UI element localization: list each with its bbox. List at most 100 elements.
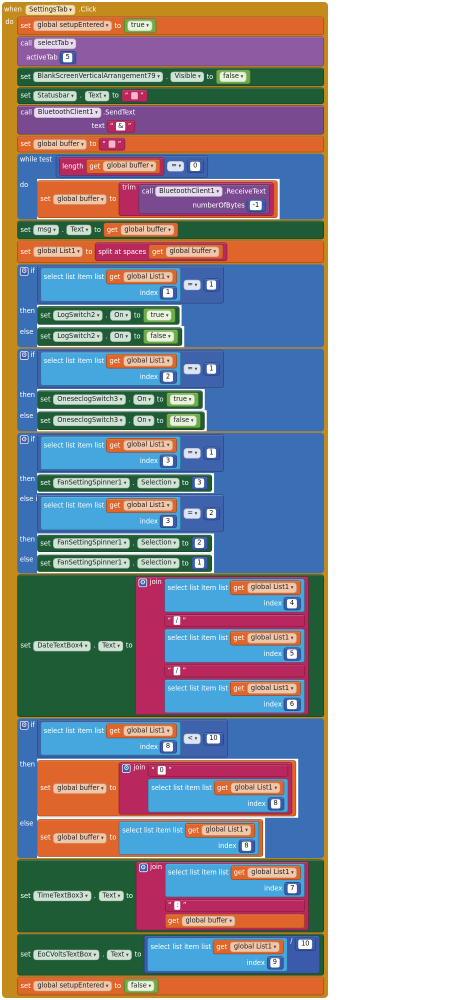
variable-name-dropdown[interactable]: global buffer [120, 224, 175, 236]
number-block[interactable]: 8 [238, 839, 256, 853]
number-value[interactable]: 3 [194, 478, 205, 488]
variable-name-dropdown[interactable]: global List1 [123, 725, 173, 737]
event-component-dropdown[interactable]: SettingsTab [25, 4, 76, 15]
number-block[interactable]: 8 [159, 740, 177, 754]
logic-false-block[interactable]: false [123, 978, 159, 994]
variable-name-dropdown[interactable]: global List1 [33, 246, 84, 258]
number-block[interactable]: 10 [203, 731, 225, 746]
variable-name-dropdown[interactable]: global List1 [246, 683, 297, 694]
bool-value-field[interactable]: false [127, 980, 155, 992]
variable-name-dropdown[interactable]: global List1 [247, 867, 298, 879]
component-dropdown[interactable]: EoCVoltsTextBox [33, 949, 100, 960]
number-value[interactable]: 5 [287, 649, 297, 659]
number-block[interactable]: 3 [159, 454, 177, 468]
empty-string-box[interactable] [108, 140, 116, 148]
number-value[interactable]: 1 [194, 558, 205, 568]
variable-name-dropdown[interactable]: global List1 [123, 271, 173, 283]
number-value[interactable]: 10 [206, 733, 221, 744]
variable-name-dropdown[interactable]: global List1 [246, 582, 297, 594]
compare-operator-dropdown[interactable]: = [183, 447, 201, 459]
property-dropdown[interactable]: On [133, 394, 155, 405]
if-mutator-gear-icon[interactable]: ⚙ [19, 721, 29, 730]
number-block[interactable]: 5 [59, 51, 77, 65]
text-string-block[interactable]: “” [99, 137, 126, 151]
number-value[interactable]: 2 [206, 508, 217, 518]
variable-name-dropdown[interactable]: global List1 [246, 632, 297, 644]
variable-name-dropdown[interactable]: global buffer [53, 782, 107, 794]
component-dropdown[interactable]: FanSettingSpinner1 [53, 538, 130, 549]
property-dropdown[interactable]: Text [98, 640, 124, 652]
component-dropdown[interactable]: BluetoothClient1 [155, 186, 223, 197]
number-value[interactable]: 8 [270, 799, 281, 809]
number-block[interactable]: 1 [203, 446, 221, 460]
variable-name-dropdown[interactable]: global List1 [123, 440, 173, 451]
variable-name-dropdown[interactable]: global buffer [102, 161, 157, 172]
component-dropdown[interactable]: BlankScreenVerticalArrangement79 [33, 71, 164, 83]
string-value[interactable]: / [173, 666, 180, 676]
number-value[interactable]: 7 [287, 884, 298, 894]
join-mutator-gear-icon[interactable]: ⚙ [122, 764, 131, 773]
number-block[interactable]: 8 [267, 797, 285, 811]
join-mutator-gear-icon[interactable]: ⚙ [138, 578, 148, 588]
number-value[interactable]: 2 [163, 372, 173, 382]
number-value[interactable]: 1 [206, 448, 217, 458]
property-dropdown[interactable]: Text [106, 949, 132, 960]
text-string-block[interactable]: “/” [164, 664, 305, 678]
property-dropdown[interactable]: On [110, 310, 132, 321]
number-value[interactable]: 4 [287, 599, 297, 609]
property-dropdown[interactable]: On [133, 415, 155, 427]
component-dropdown[interactable]: LogSwitch2 [53, 331, 103, 342]
logic-true-block[interactable]: true [123, 18, 157, 34]
number-value[interactable]: 6 [287, 699, 297, 710]
number-block[interactable]: 3 [191, 476, 209, 490]
component-dropdown[interactable]: FanSettingSpinner1 [53, 557, 130, 569]
number-block[interactable]: 1 [191, 556, 209, 570]
component-dropdown[interactable]: LogSwitch2 [53, 310, 103, 321]
number-block[interactable]: 1 [203, 278, 221, 292]
component-dropdown[interactable]: DateTextBox4 [33, 640, 91, 652]
number-value[interactable]: 9 [270, 958, 280, 968]
string-value[interactable]: : [174, 901, 181, 910]
number-value[interactable]: 10 [298, 939, 313, 949]
if-mutator-gear-icon[interactable]: ⚙ [19, 351, 29, 360]
bool-value-field[interactable]: true [127, 20, 153, 32]
number-block[interactable]: 2 [191, 536, 209, 551]
number-value[interactable]: 8 [163, 742, 173, 752]
compare-operator-dropdown[interactable]: = [183, 507, 201, 519]
number-value[interactable]: 1 [163, 288, 173, 298]
number-value[interactable]: 3 [163, 516, 173, 527]
empty-string-box[interactable] [130, 92, 138, 100]
compare-operator-dropdown[interactable]: = [183, 363, 201, 375]
component-dropdown[interactable]: TimeTextBox3 [33, 890, 92, 902]
number-block[interactable]: 3 [159, 514, 177, 529]
